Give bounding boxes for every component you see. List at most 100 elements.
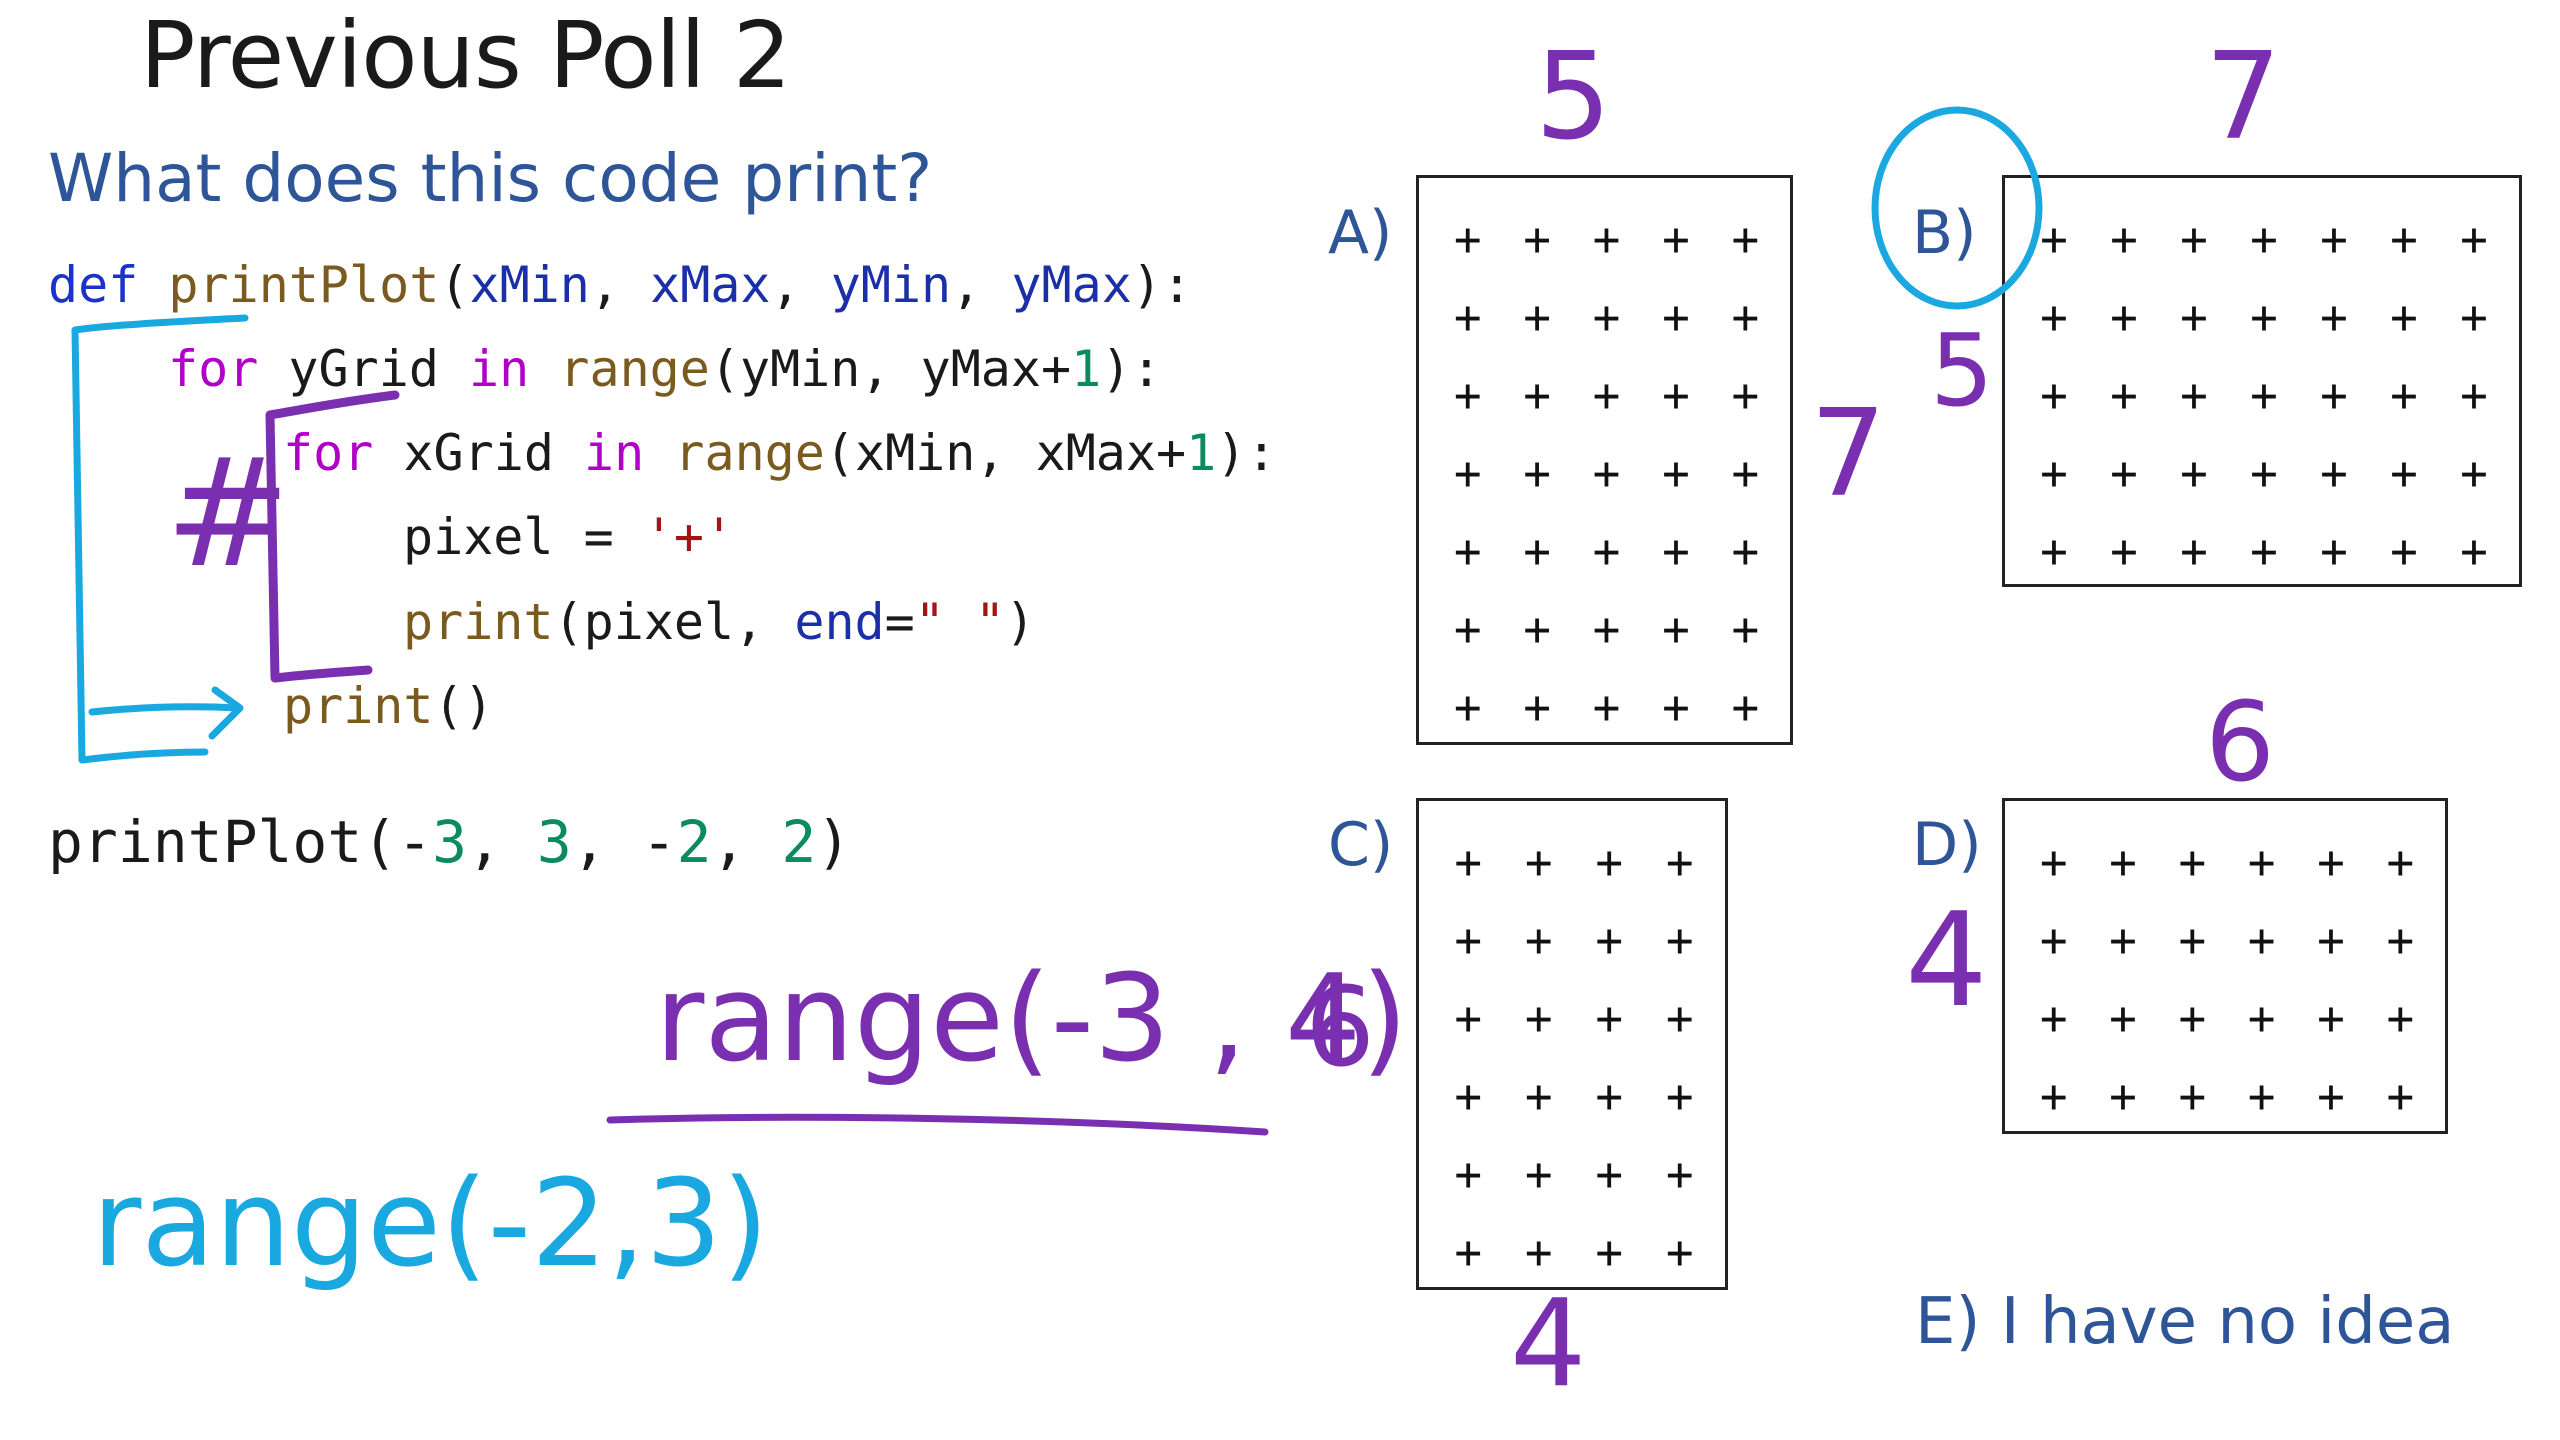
plus-cell: +: [2320, 212, 2348, 266]
plus-cell: +: [2039, 1069, 2068, 1123]
plus-cell: +: [2110, 368, 2138, 422]
ink-b-side: 5: [1930, 312, 1994, 429]
string-literal: " ": [914, 593, 1006, 651]
plus-cell: +: [1595, 991, 1624, 1045]
plus-cell: +: [2317, 913, 2345, 967]
code-space: [529, 340, 559, 398]
plus-cell: +: [2317, 991, 2345, 1045]
ink-a-side: 7: [1810, 385, 1886, 524]
plus-cell: +: [1592, 446, 1621, 500]
code-line-def: def printPlot(xMin, xMax, yMin, yMax):: [48, 243, 1192, 327]
number-literal: 1: [1071, 340, 1102, 398]
option-e[interactable]: E) I have no idea: [1915, 1285, 2455, 1359]
plus-cell: +: [2178, 913, 2207, 967]
option-a-grid[interactable]: +++++++++++++++++++++++++++++++++++: [1416, 175, 1793, 745]
option-b-label[interactable]: B): [1912, 198, 1977, 268]
plus-cell: +: [1524, 1147, 1553, 1201]
code-punct: ):: [1216, 424, 1277, 482]
code-args: (yMin, yMax+: [709, 340, 1072, 398]
plus-cell: +: [1453, 524, 1482, 578]
plus-cell: +: [2320, 524, 2348, 578]
plus-cell: +: [1453, 212, 1482, 266]
plus-cell: +: [2180, 368, 2208, 422]
plus-cell: +: [1662, 524, 1690, 578]
option-b-grid[interactable]: +++++++++++++++++++++++++++++++++++: [2002, 175, 2522, 587]
code-punct: ,: [951, 256, 1012, 314]
plus-cell: +: [1592, 368, 1621, 422]
grid-row: ++++: [1433, 1057, 1715, 1135]
option-c-grid[interactable]: ++++++++++++++++++++++++: [1416, 798, 1728, 1290]
plus-cell: +: [2040, 290, 2068, 344]
plus-cell: +: [1731, 602, 1760, 656]
plus-cell: +: [2180, 446, 2208, 500]
plus-cell: +: [1665, 1225, 1694, 1279]
plus-cell: +: [2040, 212, 2068, 266]
plus-cell: +: [2247, 913, 2276, 967]
code-line-print-pixel: print(pixel, end=" "): [403, 580, 1035, 664]
plus-cell: +: [1524, 1225, 1553, 1279]
plus-cell: +: [2247, 991, 2276, 1045]
param-ymax: yMax: [1011, 256, 1132, 314]
grid-row: ++++++: [2019, 1057, 2435, 1135]
grid-row: ++++++: [2019, 979, 2435, 1057]
grid-row: +++++: [1433, 356, 1780, 434]
function-call-name: printPlot: [48, 808, 363, 876]
plus-cell: +: [1665, 1069, 1694, 1123]
code-line-print-newline: print(): [283, 664, 494, 748]
code-line-for-x: for xGrid in range(xMin, xMax+1):: [283, 411, 1276, 495]
code-punct: ):: [1131, 256, 1193, 314]
code-punct: ): [816, 808, 852, 876]
code-call: printPlot(-3, 3, -2, 2): [48, 800, 851, 884]
code-punct: , -: [571, 808, 677, 876]
plus-cell: +: [2039, 835, 2068, 889]
option-a-label[interactable]: A): [1328, 198, 1393, 268]
plus-cell: +: [1662, 680, 1690, 734]
plus-cell: +: [1662, 446, 1690, 500]
plus-cell: +: [1523, 680, 1551, 734]
grid-row: ++++: [1433, 1135, 1715, 1213]
plus-cell: +: [2178, 1069, 2207, 1123]
plus-cell: +: [1662, 290, 1690, 344]
option-d-label[interactable]: D): [1912, 810, 1982, 880]
plus-cell: +: [1665, 1147, 1694, 1201]
plus-cell: +: [2039, 991, 2068, 1045]
plus-cell: +: [2317, 835, 2345, 889]
plus-cell: +: [1523, 524, 1551, 578]
plus-cell: +: [2109, 991, 2137, 1045]
grid-row: +++++: [1433, 278, 1780, 356]
plus-cell: +: [2250, 290, 2278, 344]
plus-cell: +: [2460, 368, 2488, 422]
builtin-print: print: [403, 593, 554, 651]
plus-cell: +: [1665, 991, 1694, 1045]
plus-cell: +: [1524, 991, 1553, 1045]
number-literal: 3: [432, 808, 468, 876]
param-ymin: yMin: [830, 256, 952, 314]
plus-cell: +: [2320, 368, 2348, 422]
grid-row: +++++++: [2019, 512, 2509, 590]
plus-cell: +: [1592, 524, 1621, 578]
ink-c-side-note: 6: [1305, 963, 1375, 1091]
plus-cell: +: [2110, 212, 2138, 266]
grid-row: +++++: [1433, 434, 1780, 512]
plus-cell: +: [2180, 524, 2208, 578]
plus-cell: +: [1662, 602, 1690, 656]
number-literal: 3: [536, 808, 572, 876]
grid-row: ++++: [1433, 1213, 1715, 1291]
plus-cell: +: [2390, 290, 2418, 344]
var-ygrid: yGrid: [258, 340, 470, 398]
grid-row: +++++++: [2019, 200, 2509, 278]
plus-cell: +: [2460, 290, 2488, 344]
plus-cell: +: [1595, 1225, 1624, 1279]
plus-cell: +: [2110, 524, 2138, 578]
plus-cell: +: [2040, 446, 2068, 500]
grid-row: +++++: [1433, 668, 1780, 746]
plus-cell: +: [1524, 1069, 1553, 1123]
option-c-label[interactable]: C): [1328, 810, 1394, 880]
plus-cell: +: [2109, 835, 2137, 889]
param-xmin: xMin: [469, 256, 590, 314]
var-xgrid: xGrid: [373, 424, 585, 482]
option-d-grid[interactable]: ++++++++++++++++++++++++: [2002, 798, 2448, 1134]
plus-cell: +: [1523, 602, 1551, 656]
plus-cell: +: [1731, 446, 1760, 500]
code-punct: ):: [1101, 340, 1162, 398]
